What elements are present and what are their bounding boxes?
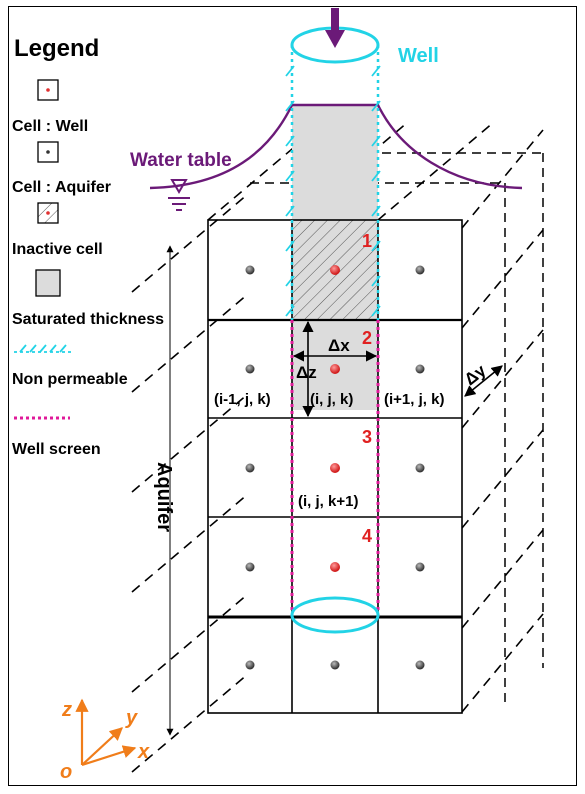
dy-label: Δy bbox=[461, 361, 490, 390]
pumping-arrow-icon bbox=[325, 8, 345, 48]
non-permeable-mark bbox=[371, 275, 381, 287]
aquifer-cell-node bbox=[415, 562, 425, 572]
axis-y-label: y bbox=[125, 707, 138, 729]
well-cell-node bbox=[330, 463, 340, 473]
depth-line bbox=[131, 293, 249, 393]
well-cell-node bbox=[330, 364, 340, 374]
non-permeable-marks bbox=[285, 65, 381, 317]
legend-label-well-screen: Well screen bbox=[12, 441, 101, 458]
non-permeable-icon bbox=[14, 344, 72, 353]
dz-label: Δz bbox=[296, 363, 317, 382]
legend-label-non-permeable: Non permeable bbox=[12, 371, 128, 388]
legend-title: Legend bbox=[14, 35, 99, 62]
non-permeable-mark bbox=[371, 135, 381, 147]
depth-line bbox=[461, 613, 544, 713]
aquifer-cell-node bbox=[245, 562, 255, 572]
well-cell-node bbox=[330, 265, 340, 275]
legend-label-cell-well: Cell : Well bbox=[12, 118, 88, 135]
depth-line bbox=[461, 429, 544, 529]
legend-label-cell-aquifer: Cell : Aquifer bbox=[12, 179, 111, 196]
non-permeable-mark bbox=[371, 305, 381, 317]
well-label: Well bbox=[398, 45, 439, 67]
cell-well-icon bbox=[37, 79, 59, 101]
well-bottom-ellipse bbox=[290, 596, 380, 634]
inactive-cell-icon bbox=[37, 202, 59, 224]
well-cell-number-2: 2 bbox=[362, 328, 372, 348]
axis-x-label: x bbox=[137, 741, 150, 763]
axis-z-label: z bbox=[61, 699, 72, 721]
aquifer-cell-node bbox=[245, 463, 255, 473]
non-permeable-mark bbox=[285, 205, 295, 217]
non-permeable-mark bbox=[371, 170, 381, 182]
non-permeable-mark bbox=[285, 275, 295, 287]
water-table-label: Water table bbox=[130, 150, 232, 171]
non-permeable-mark bbox=[371, 100, 381, 112]
cell-index-left: (i-1, j, k) bbox=[214, 391, 271, 408]
depth-line bbox=[461, 329, 544, 429]
depth-line bbox=[131, 673, 249, 773]
non-permeable-mark bbox=[285, 100, 295, 112]
aquifer-cell-node bbox=[245, 660, 255, 670]
cell-index-center: (i, j, k) bbox=[310, 391, 353, 408]
aquifer-cell-node bbox=[415, 265, 425, 275]
depth-line bbox=[131, 593, 249, 693]
depth-line bbox=[461, 529, 544, 629]
aquifer-label: Aquifer bbox=[153, 462, 175, 532]
dx-label: Δx bbox=[328, 336, 350, 355]
aquifer-cell-node bbox=[245, 364, 255, 374]
aquifer-cell-node bbox=[245, 265, 255, 275]
legend-label-inactive-cell: Inactive cell bbox=[12, 241, 103, 258]
non-permeable-mark bbox=[371, 65, 381, 77]
aquifer-cell-node bbox=[415, 463, 425, 473]
axis-origin-label: o bbox=[60, 761, 72, 783]
model-grid bbox=[207, 219, 463, 714]
legend-label-saturated-thickness: Saturated thickness bbox=[12, 311, 164, 328]
depth-line bbox=[377, 121, 495, 221]
water-table-line bbox=[149, 103, 523, 190]
non-permeable-mark bbox=[285, 170, 295, 182]
saturated-thickness-icon bbox=[35, 269, 61, 297]
cell-aquifer-icon bbox=[37, 141, 59, 163]
well-screen bbox=[290, 320, 380, 617]
non-permeable-mark bbox=[285, 65, 295, 77]
well-cell-number-1: 1 bbox=[362, 231, 372, 251]
non-permeable-mark bbox=[371, 240, 381, 252]
depth-line bbox=[131, 493, 249, 593]
depth-line bbox=[461, 129, 544, 229]
dy-arrow bbox=[464, 365, 503, 397]
well-cell-number-3: 3 bbox=[362, 427, 372, 447]
aquifer-cell-node bbox=[415, 364, 425, 374]
well-cell-number-4: 4 bbox=[362, 526, 372, 546]
cell-index-right: (i+1, j, k) bbox=[384, 391, 444, 408]
coordinate-axes-icon bbox=[75, 698, 137, 767]
depth-line bbox=[461, 229, 544, 329]
water-table-symbol bbox=[168, 179, 190, 211]
non-permeable-mark bbox=[371, 205, 381, 217]
non-permeable-mark bbox=[285, 135, 295, 147]
aquifer-cell-node bbox=[330, 660, 340, 670]
non-permeable-mark bbox=[285, 240, 295, 252]
figure-frame bbox=[8, 6, 577, 786]
depth-line bbox=[131, 193, 249, 293]
non-permeable-mark bbox=[285, 305, 295, 317]
depth-line bbox=[131, 393, 249, 493]
aquifer-cell-node bbox=[415, 660, 425, 670]
cell-index-below: (i, j, k+1) bbox=[298, 493, 358, 510]
well-cell-node bbox=[330, 562, 340, 572]
